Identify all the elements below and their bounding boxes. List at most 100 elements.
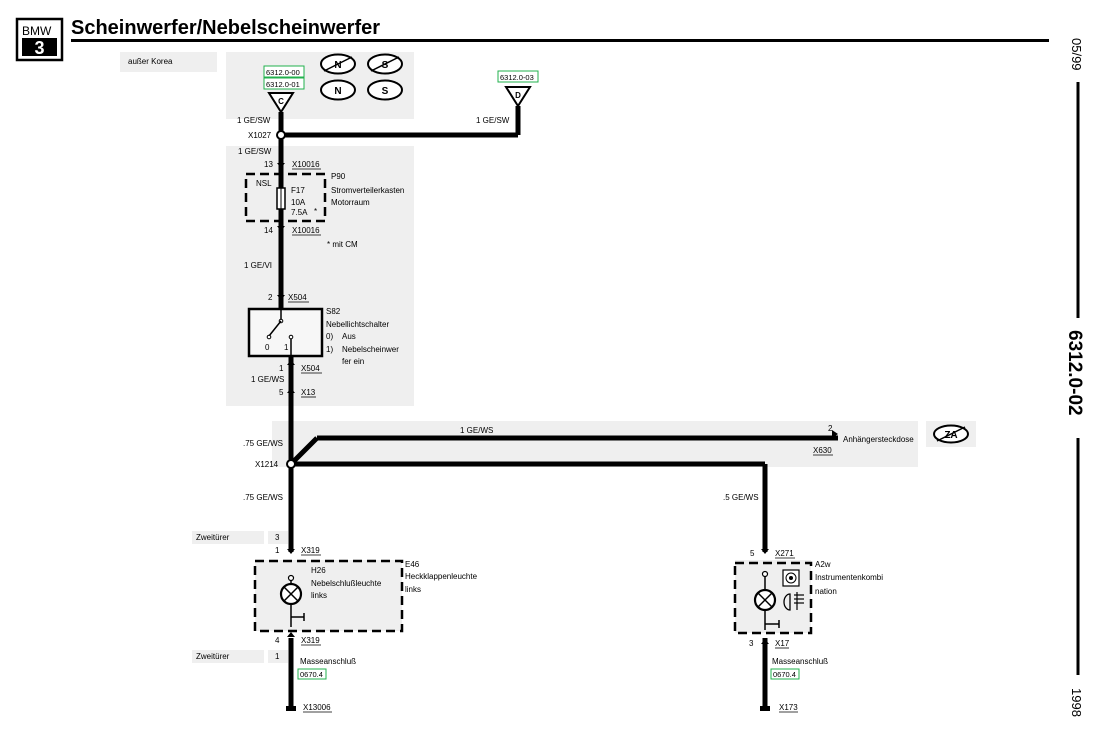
- zweiturer-label-1: Zweitürer: [196, 533, 230, 542]
- lamp-left-module2: links: [405, 585, 421, 594]
- ground-x173-icon: [760, 706, 770, 711]
- switch-opt0-num: 0): [326, 332, 333, 341]
- connector-x630: X630: [813, 446, 832, 455]
- arrow-c-label: C: [278, 97, 284, 106]
- region-zweiturer-1-pin: [268, 531, 288, 544]
- badge-s-label: S: [382, 86, 389, 97]
- connector-x13006: X13006: [303, 703, 331, 712]
- connector-x173: X173: [779, 703, 798, 712]
- splice-x1027: [276, 130, 286, 140]
- fusebox-id: P90: [331, 172, 346, 181]
- connector-x1027: X1027: [248, 131, 272, 140]
- ground-ref-right[interactable]: 0670.4: [773, 670, 796, 679]
- lamp-left-name2: links: [311, 591, 327, 600]
- connector-x504-bottom: X504: [301, 364, 320, 373]
- zweiturer-label-2: Zweitürer: [196, 652, 230, 661]
- region-fuse-switch: [226, 146, 414, 406]
- switch-contact-icon: [266, 309, 294, 356]
- logo-text-series: 3: [34, 38, 44, 58]
- wire-label-2: 1 GE/SW: [476, 116, 510, 125]
- ground-ref-box-left[interactable]: [297, 668, 327, 680]
- lamp-left-name1: Nebelschlußleuchte: [311, 579, 382, 588]
- region-lamp-left: [255, 560, 402, 631]
- switch-opt0: Aus: [342, 332, 356, 341]
- arrow-c-icon: C: [267, 92, 295, 114]
- connector-x10016-top: X10016: [292, 160, 320, 169]
- region-trailer: [272, 421, 918, 467]
- pin-630: 2: [828, 424, 833, 433]
- switch-pos-1: 1: [284, 343, 289, 352]
- ref-box-00[interactable]: [263, 65, 305, 78]
- fusebox-note: * mit CM: [327, 240, 358, 249]
- pin-319-1: 1: [275, 546, 280, 555]
- wire-label-8: .75 GE/WS: [243, 493, 283, 502]
- switch-opt1b: fer ein: [342, 357, 364, 366]
- ground-label-right: Masseanschluß: [772, 657, 828, 666]
- badge-n-label: N: [334, 86, 341, 97]
- switch-opt1-num: 1): [326, 345, 333, 354]
- side-date: 05/99: [1069, 38, 1084, 71]
- ref-6312-0-01[interactable]: 6312.0-01: [266, 80, 300, 89]
- ref-box-03[interactable]: [497, 70, 539, 83]
- pin-271: 5: [750, 549, 755, 558]
- switch-id: S82: [326, 307, 341, 316]
- cluster-name1: Instrumentenkombi: [815, 573, 883, 582]
- ground-label-left: Masseanschluß: [300, 657, 356, 666]
- switch-name: Nebellichtschalter: [326, 320, 389, 329]
- ground-ref-box-right[interactable]: [770, 668, 800, 680]
- bmw-series-logo: BMW 3: [15, 17, 64, 62]
- side-year: 1998: [1069, 688, 1084, 717]
- fuse-amp-7-5a: 7.5A: [291, 208, 308, 217]
- wire-label-4: 1 GE/VI: [244, 261, 272, 270]
- ground-ref-left[interactable]: 0670.4: [300, 670, 323, 679]
- fusebox-nsl: NSL: [256, 179, 272, 188]
- title-rule: [71, 39, 1049, 42]
- ref-box-01[interactable]: [263, 77, 305, 90]
- badge-n-crossed: N: [320, 53, 356, 75]
- badge-n: N: [320, 79, 356, 101]
- cluster-outline: [733, 561, 813, 635]
- pin-1: 1: [279, 364, 284, 373]
- cluster-indicator-icon: [782, 569, 800, 587]
- badge-n-crossed-label: N: [334, 60, 341, 71]
- ausser-korea-label: außer Korea: [128, 57, 173, 66]
- pin-319-4: 4: [275, 636, 280, 645]
- lamp-left-module1: Heckklappenleuchte: [405, 572, 478, 581]
- connector-x319-bottom: X319: [301, 636, 320, 645]
- splice-x1214: [286, 459, 296, 469]
- side-strip: 05/99 6312.0-02 1998: [1064, 38, 1085, 717]
- connector-x271: X271: [775, 549, 794, 558]
- pin-5: 5: [279, 388, 284, 397]
- cluster-id: A2w: [815, 560, 831, 569]
- region-zweiturer-2: [192, 650, 264, 663]
- connector-x1214: X1214: [255, 460, 279, 469]
- wire-label-7: .75 GE/WS: [243, 439, 283, 448]
- badge-s-crossed-label: S: [382, 60, 389, 71]
- pin-13: 13: [264, 160, 273, 169]
- trailer-badge-label: ZA: [944, 430, 957, 441]
- wire-label-5: 1 GE/WS: [251, 375, 284, 384]
- ref-6312-0-00[interactable]: 6312.0-00: [266, 68, 300, 77]
- switch-pos-0: 0: [265, 343, 270, 352]
- ref-6312-0-03[interactable]: 6312.0-03: [500, 73, 534, 82]
- logo-text-bmw: BMW: [22, 24, 52, 38]
- region-ausser-korea-label: [120, 52, 217, 72]
- lamp-left-outline: [253, 559, 404, 633]
- arrow-d-label: D: [515, 91, 521, 100]
- switch-opt1a: Nebelscheinwer: [342, 345, 399, 354]
- side-diagram-code: 6312.0-02: [1064, 330, 1085, 416]
- lamp-h26-icon: [279, 574, 305, 627]
- wire-label-3: 1 GE/SW: [238, 147, 272, 156]
- fog-light-symbol-icon: [783, 592, 804, 611]
- switch-s82-box: [247, 307, 324, 358]
- lamp-left-module-id: E46: [405, 560, 420, 569]
- zweiturer-pin-2: 1: [275, 652, 280, 661]
- trailer-badge-icon: ZA: [933, 424, 969, 444]
- region-zweiturer-2-pin: [268, 650, 288, 663]
- cluster-name2: nation: [815, 587, 837, 596]
- badge-s: S: [367, 79, 403, 101]
- ground-x13006-icon: [286, 706, 296, 711]
- connector-x10016-bottom: X10016: [292, 226, 320, 235]
- connector-x504-top: X504: [288, 293, 307, 302]
